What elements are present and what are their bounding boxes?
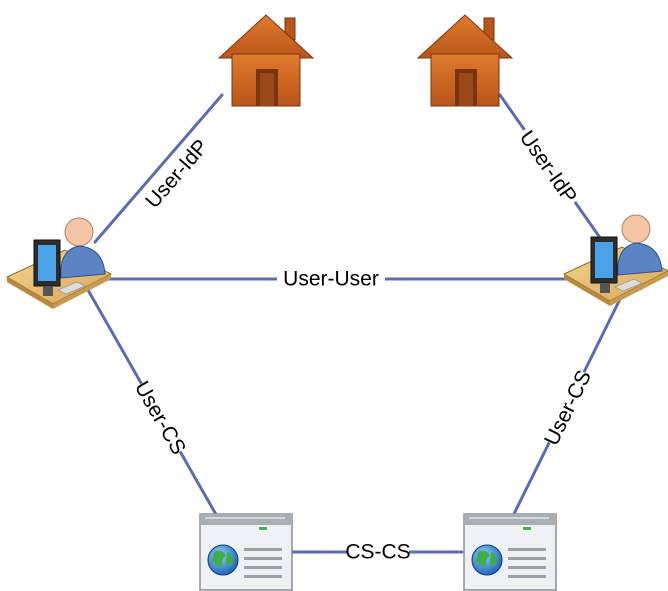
user-workstation-icon [6,217,112,310]
house-icon [417,14,513,107]
label-user-user: User-User [283,268,379,291]
label-user-idp-right-group: User-IdP [512,123,584,211]
label-user-idp-right: User-IdP [515,126,581,207]
house-icon [218,14,314,107]
label-cs-cs: CS-CS [345,541,410,564]
label-user-user-group: User-User [277,266,385,292]
label-user-cs-right-group: User-CS [539,367,597,449]
label-user-idp-left-group: User-IdP [138,132,216,216]
web-server-icon [463,513,557,591]
web-server-icon [199,513,293,591]
link-user-idp-left [93,93,224,244]
user-workstation-icon [563,214,668,307]
label-cs-cs-group: CS-CS [345,539,411,565]
label-user-cs-left: User-CS [130,377,190,458]
label-user-cs-left-group: User-CS [129,377,191,459]
